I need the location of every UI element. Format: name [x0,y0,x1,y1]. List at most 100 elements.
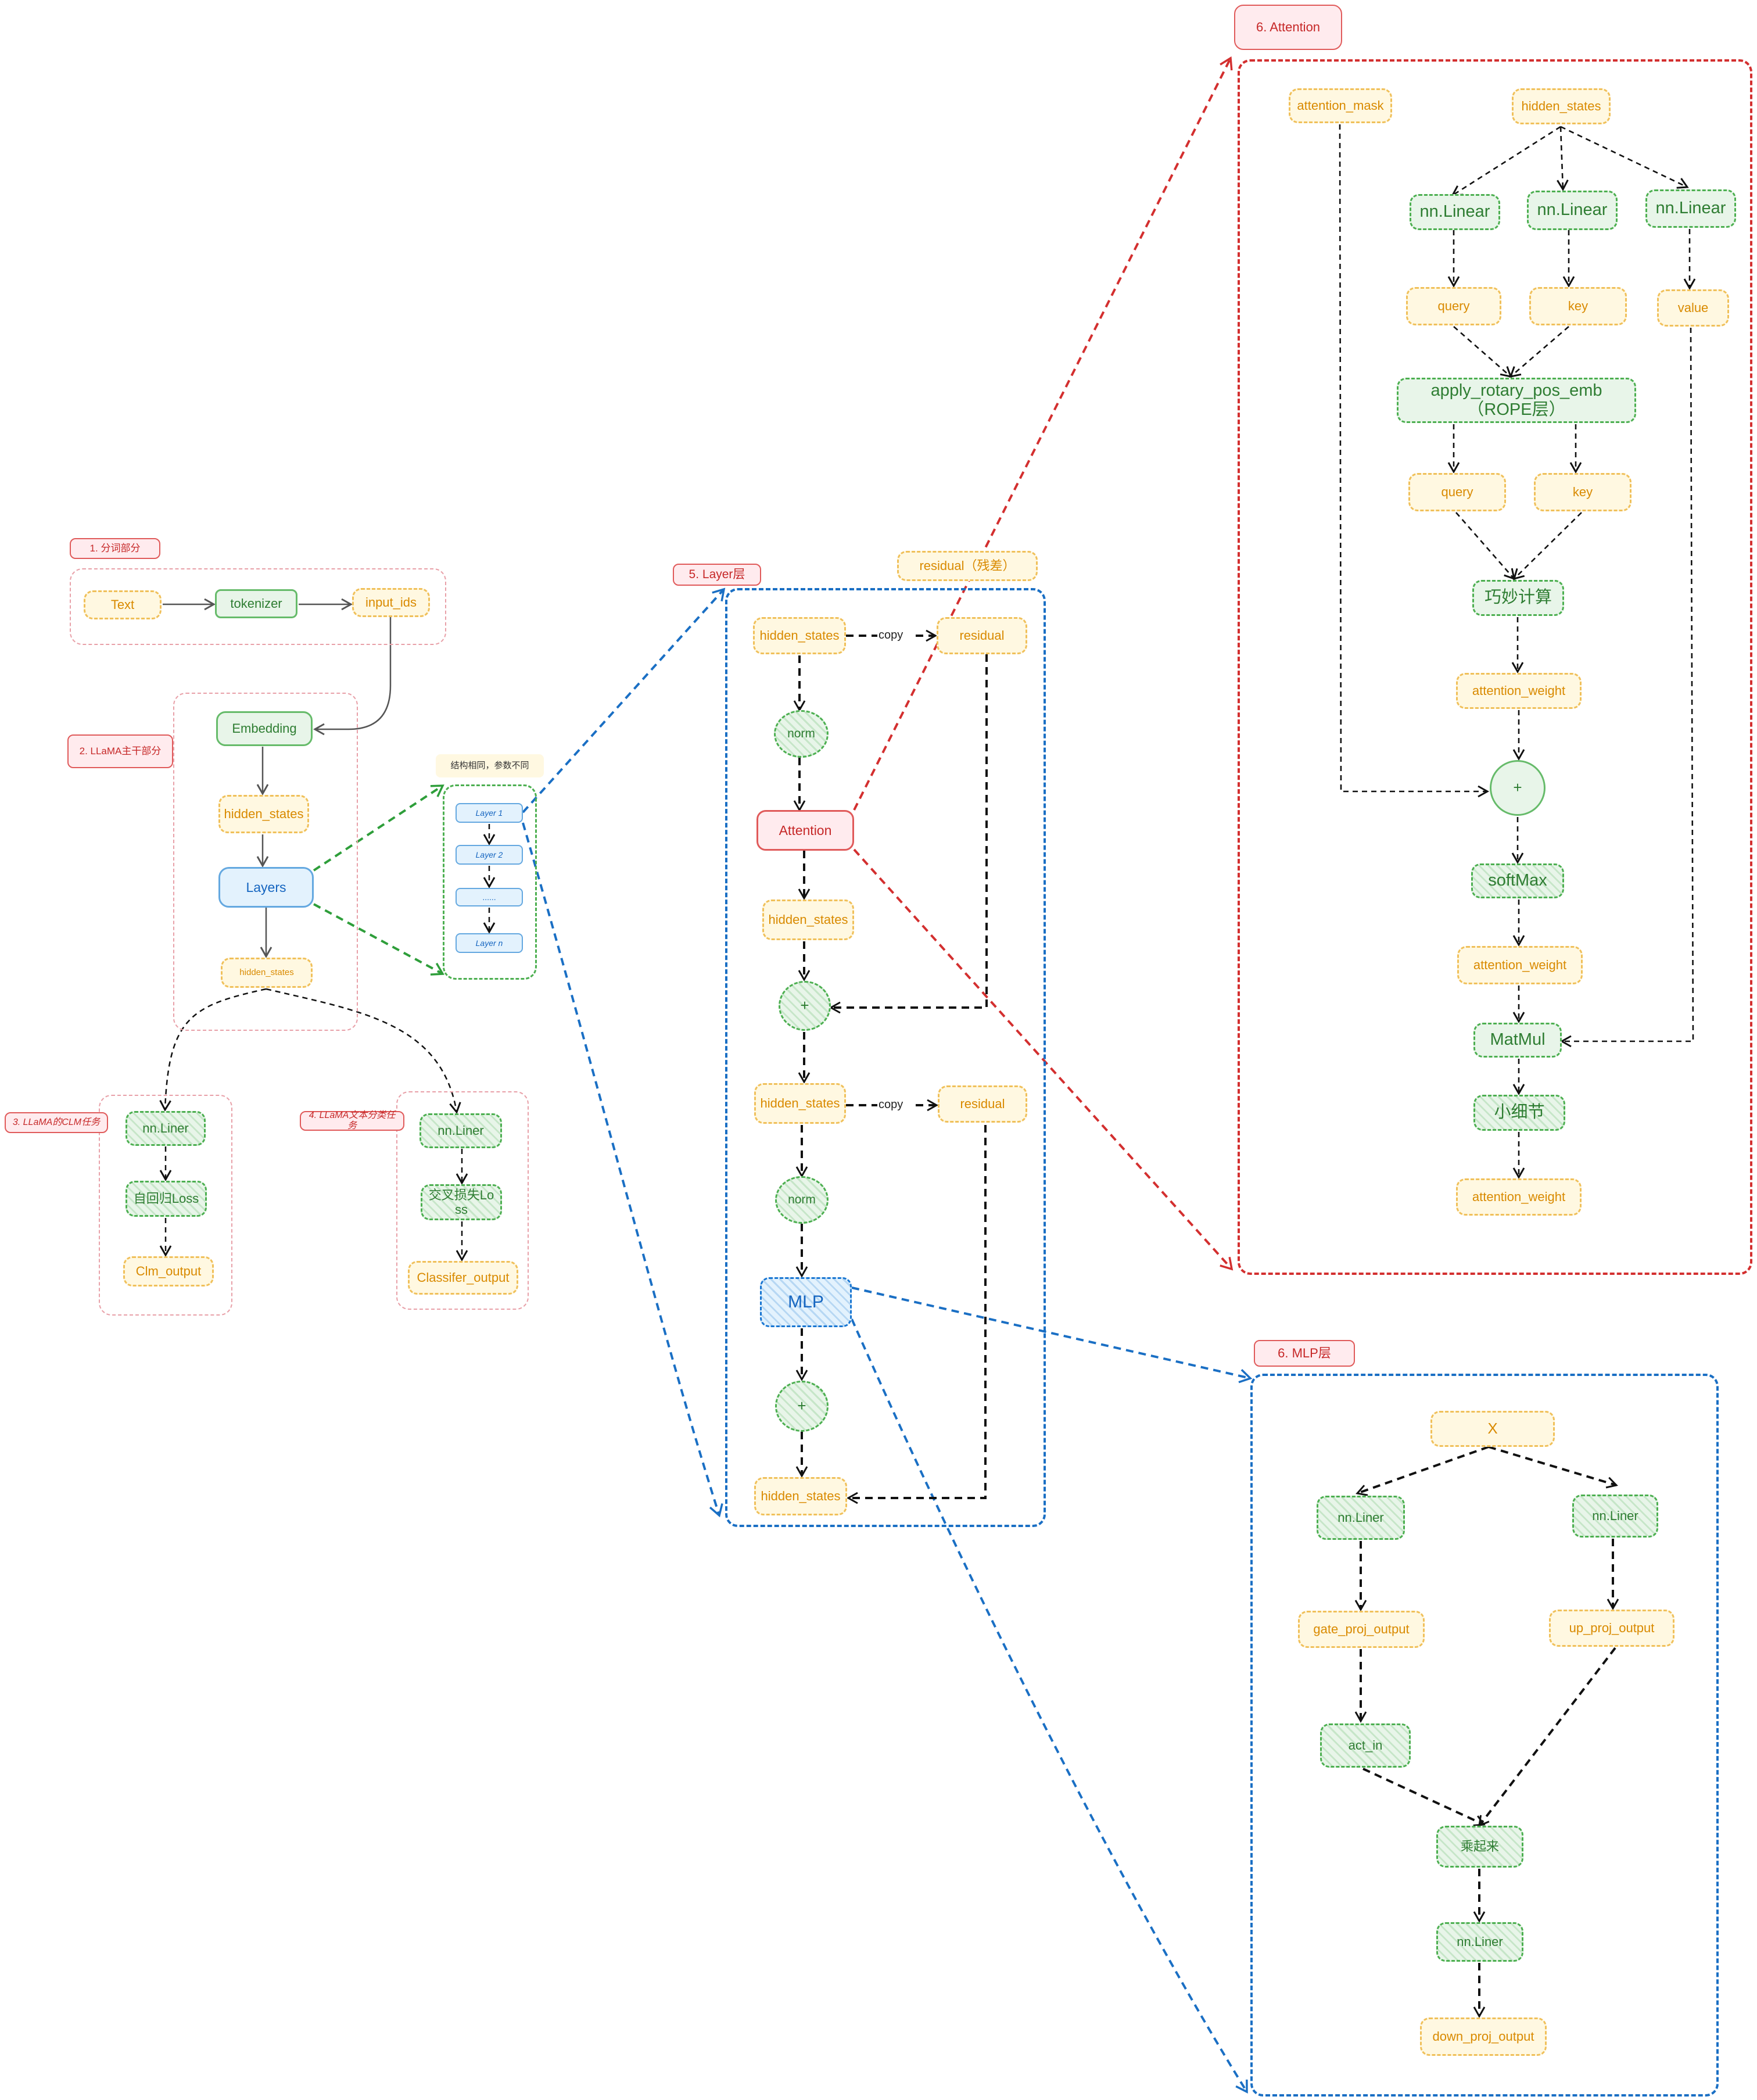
layer-ellipsis-node: ...... [456,888,523,906]
linear-k-node: nn.Linear [1527,191,1618,230]
tokenizer-node: tokenizer [215,589,297,618]
layers-detail-frame [443,784,537,980]
edge-hidden2-clm [159,988,267,1112]
layer-hidden-states-out: hidden_states [754,1477,847,1515]
layers-note: 结构相同，参数不同 [436,754,544,777]
tokenize-frame [70,568,446,645]
cls-liner-node: nn.Liner [419,1113,502,1148]
edge-hs-linear-k [1557,126,1569,192]
cls-frame [396,1091,529,1310]
softmax-node: softMax [1471,863,1564,898]
hidden-states-node-2: hidden_states [221,958,313,988]
edge-layers-detail-bottom [313,903,444,976]
liner-down-node: nn.Liner [1436,1922,1523,1962]
cls-loss-node: 交叉损失Loss [421,1184,502,1220]
edge-residual2-hsout [846,1125,987,1504]
value-node: value [1657,289,1729,327]
key-node-1: key [1529,287,1627,325]
cls-output-node: Classifer_output [408,1261,518,1295]
layer-frame [725,588,1046,1527]
edge-inputids-embedding [313,616,392,736]
edge-hs-linear-v [1560,126,1689,189]
layer-hidden-states-mid: hidden_states [762,900,854,940]
layers-node[interactable]: Layers [218,867,314,908]
edge-x-liner-up [1488,1446,1618,1489]
layer-2-node[interactable]: Layer 2 [456,845,523,865]
clm-loss-node: 自回归Loss [126,1181,207,1217]
detail-node: 小细节 [1473,1095,1565,1131]
act-in-node: act_in [1320,1723,1411,1768]
matmul-node: MatMul [1473,1023,1562,1058]
query-node-2: query [1408,473,1506,511]
layer-hidden-states-in: hidden_states [753,617,846,654]
layer-n-node[interactable]: Layer n [456,933,523,953]
plus-2-node: + [775,1381,829,1432]
linear-q-node: nn.Linear [1410,194,1500,230]
attention-weight-node-3: attention_weight [1456,1178,1582,1216]
up-proj-output-node: up_proj_output [1549,1610,1674,1647]
embedding-node: Embedding [216,711,313,746]
attention-frame [1238,59,1752,1275]
edge-layers-to-layer-bottom [522,822,723,1518]
down-proj-output-node: down_proj_output [1420,2017,1547,2056]
key-node-2: key [1534,473,1632,511]
plus-1-node: + [779,981,831,1031]
trick-node: 巧妙计算 [1472,580,1564,616]
edge-mask-plus [1339,124,1490,798]
attn-hidden-states-node: hidden_states [1512,88,1611,124]
attention-weight-node-2: attention_weight [1457,946,1583,984]
query-node-1: query [1406,287,1501,325]
copy-label-1: copy [878,629,903,642]
gate-proj-output-node: gate_proj_output [1298,1611,1425,1648]
edge-query-rope [1453,326,1512,378]
copy-label-2: copy [878,1098,903,1111]
norm-1-node: norm [774,710,829,758]
attn-plus-node: + [1490,760,1546,816]
edge-mlp-to-mlp-top [851,1286,1253,1384]
attention-weight-node-1: attention_weight [1456,673,1582,709]
section-label-mlp: 6. MLP层 [1254,1340,1355,1367]
liner-gate-node: nn.Liner [1317,1496,1405,1540]
clm-output-node: Clm_output [123,1256,214,1286]
clm-liner-node: nn.Liner [126,1111,206,1146]
multiply-node: 乘起来 [1436,1826,1523,1868]
hidden-states-node-1: hidden_states [218,795,309,833]
layer-hidden-states-2: hidden_states [754,1083,846,1124]
attention-node[interactable]: Attention [756,810,854,851]
llama-main-frame [173,693,358,1031]
attention-mask-node: attention_mask [1289,88,1392,123]
section-label-llama-main: 2. LLaMA主干部分 [67,734,173,768]
edge-hidden2-cls [266,988,461,1114]
norm-2-node: norm [775,1176,829,1224]
edge-value-matmul [1559,327,1694,1048]
section-label-layer: 5. Layer层 [673,564,761,586]
layer-residual-1: residual [937,617,1027,654]
edge-attention-to-attn-bottom [853,848,1234,1271]
layer-residual-2: residual [938,1085,1027,1123]
mlp-x-node: X [1430,1411,1555,1447]
edge-act-multiply [1362,1768,1486,1826]
linear-v-node: nn.Linear [1645,189,1736,228]
edge-layers-detail-top [313,784,444,872]
input-ids-node: input_ids [352,588,430,617]
rope-node: apply_rotary_pos_emb（ROPE层） [1397,378,1636,423]
edge-mlp-to-mlp-bottom [851,1318,1248,2094]
section-label-tokenize: 1. 分词部分 [70,538,160,559]
edge-x-liner-gate [1356,1446,1489,1496]
residual-note: residual（残差） [897,551,1038,581]
edge-residual1-plus1 [829,654,988,1014]
section-label-cls: 4. LLaMA文本分类任务 [300,1110,404,1131]
section-label-attention: 6. Attention [1234,5,1342,50]
edge-layers-to-layer-top [522,587,726,814]
mlp-node[interactable]: MLP [760,1277,852,1327]
liner-up-node: nn.Liner [1572,1495,1658,1538]
section-label-clm: 3. LLaMA的CLM任务 [5,1112,108,1133]
edge-key-rope [1509,326,1569,378]
clm-frame [99,1095,232,1316]
text-node: Text [84,590,162,619]
edge-key2-trick [1512,512,1582,580]
edge-hs-linear-q [1451,126,1561,196]
mlp-frame [1250,1374,1719,2097]
layer-1-node[interactable]: Layer 1 [456,803,523,823]
